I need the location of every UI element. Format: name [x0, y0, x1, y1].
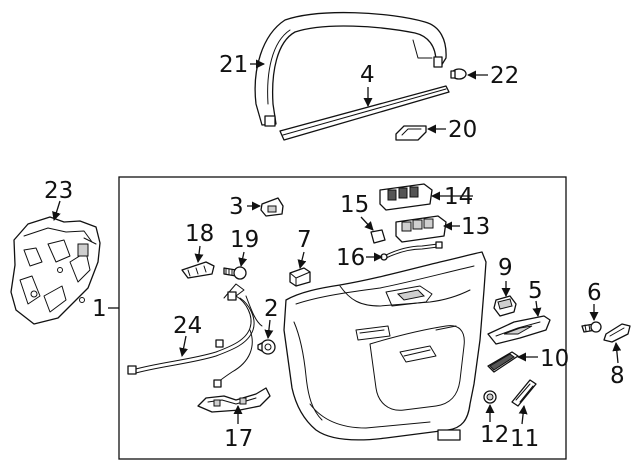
- part-12-button: [483, 390, 497, 404]
- callout-5: 5: [528, 278, 543, 304]
- callout-14: 14: [444, 184, 473, 210]
- part-20-insert: [395, 125, 427, 141]
- assembly-frame: [118, 176, 567, 460]
- callout-12: 12: [480, 422, 509, 448]
- callout-18: 18: [185, 221, 214, 247]
- callout-13: 13: [461, 214, 490, 240]
- callout-16: 16: [336, 245, 365, 271]
- callout-2: 2: [264, 296, 279, 322]
- callout-22: 22: [490, 63, 519, 89]
- part-9-cap: [493, 295, 517, 317]
- part-3-bracket: [260, 197, 284, 217]
- part-17-pocket-trim: [197, 387, 271, 413]
- part-18-clip: [181, 261, 215, 279]
- part-5-handle-bezel: [487, 315, 551, 345]
- callout-23: 23: [44, 178, 73, 204]
- callout-6: 6: [587, 280, 602, 306]
- callout-9: 9: [498, 255, 513, 281]
- callout-8: 8: [610, 363, 625, 389]
- part-14-window-switch: [379, 183, 433, 211]
- part-15-clip: [370, 229, 386, 244]
- part-8-cover: [603, 323, 631, 343]
- callout-21: 21: [219, 52, 248, 78]
- callout-17: 17: [224, 426, 253, 452]
- callout-19: 19: [230, 227, 259, 253]
- part-13-switch-bezel: [395, 215, 447, 243]
- part-24-wiring-harness: [127, 283, 263, 388]
- part-1-door-trim-panel: [283, 251, 487, 441]
- callout-3: 3: [229, 194, 244, 220]
- part-23-door-module-panel: [10, 216, 101, 325]
- part-6-screw: [581, 321, 602, 333]
- part-4-belt-molding: [279, 85, 450, 141]
- part-7-switch: [289, 267, 311, 287]
- callout-20: 20: [448, 117, 477, 143]
- part-2-grommet: [257, 339, 276, 355]
- callout-15: 15: [340, 192, 369, 218]
- callout-7: 7: [297, 227, 312, 253]
- leader-lines: [52, 59, 622, 425]
- part-19-screw: [223, 266, 247, 280]
- callout-1: 1: [92, 296, 107, 322]
- callout-10: 10: [540, 346, 569, 372]
- part-11-pad: [511, 379, 537, 407]
- part-16-harness: [380, 241, 443, 261]
- part-21-window-frame-molding: [254, 11, 447, 127]
- part-10-pad: [487, 351, 519, 373]
- callout-4: 4: [360, 62, 375, 88]
- callout-11: 11: [510, 426, 539, 452]
- callout-24: 24: [173, 313, 202, 339]
- part-22-clip: [450, 68, 467, 80]
